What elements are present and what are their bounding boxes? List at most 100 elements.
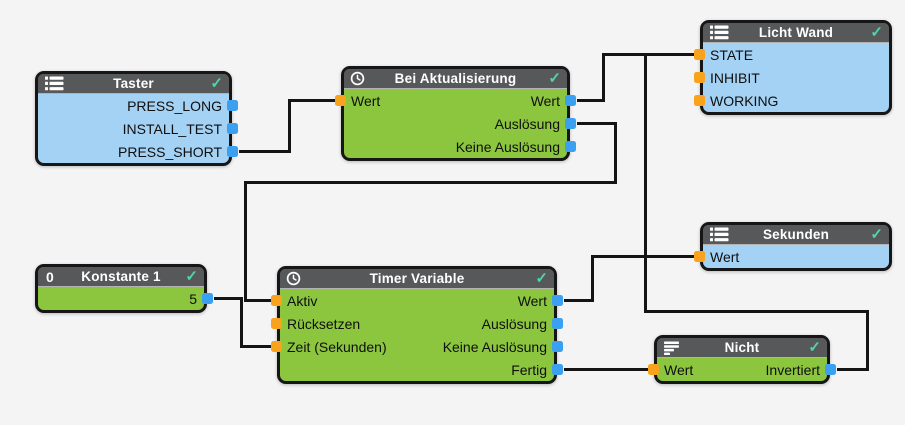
- output-port[interactable]: [552, 364, 563, 375]
- wire-timer-wert-to-sekunden[interactable]: [590, 255, 694, 258]
- wire-ausloesung-to-aktiv[interactable]: [243, 180, 617, 184]
- input-port[interactable]: [694, 49, 705, 60]
- node-title: Nicht: [724, 340, 760, 355]
- input-port[interactable]: [648, 364, 659, 375]
- list-icon: [709, 25, 730, 40]
- node-title: Sekunden: [762, 227, 830, 242]
- output-port[interactable]: [202, 293, 213, 304]
- output-port[interactable]: [227, 123, 238, 134]
- clock-icon: [350, 71, 365, 86]
- input-port[interactable]: [335, 95, 346, 106]
- output-port[interactable]: [552, 341, 563, 352]
- node-row: Keine Auslösung: [344, 135, 567, 158]
- input-label: Rücksetzen: [287, 315, 361, 332]
- wire-invertiert-to-state[interactable]: [865, 309, 869, 371]
- wire-konstante-to-zeit[interactable]: [239, 345, 271, 348]
- wire-ausloesung-to-aktiv[interactable]: [243, 180, 247, 302]
- list-icon: [709, 227, 730, 242]
- output-label: 5: [189, 290, 197, 307]
- input-port[interactable]: [271, 318, 282, 329]
- node-row: Wert Wert: [344, 89, 567, 112]
- wire-wert-to-state[interactable]: [576, 99, 605, 102]
- wire-fertig-to-nicht-wert[interactable]: [563, 368, 648, 371]
- input-port[interactable]: [694, 251, 705, 262]
- input-port[interactable]: [694, 95, 705, 106]
- wire-konstante-to-zeit[interactable]: [213, 297, 243, 300]
- output-label: INSTALL_TEST: [122, 120, 222, 137]
- output-label: PRESS_SHORT: [118, 143, 222, 160]
- node-header: Bei Aktualisierung✓: [344, 69, 567, 89]
- output-label: Keine Auslösung: [455, 138, 560, 155]
- output-port[interactable]: [227, 146, 238, 157]
- wire-ausloesung-to-aktiv[interactable]: [613, 122, 617, 184]
- output-port[interactable]: [552, 295, 563, 306]
- wire-wert-to-state[interactable]: [601, 53, 605, 102]
- node-header: Taster ✓: [38, 74, 229, 94]
- input-label: Zeit (Sekunden): [287, 338, 387, 355]
- output-label: Keine Auslösung: [442, 338, 547, 355]
- input-port[interactable]: [271, 341, 282, 352]
- check-icon: ✓: [870, 24, 883, 41]
- check-icon: ✓: [210, 75, 223, 92]
- wire-press-short-to-wert[interactable]: [287, 99, 291, 153]
- output-port[interactable]: [565, 141, 576, 152]
- input-label: WORKING: [710, 92, 779, 109]
- node-row: INSTALL_TEST: [38, 117, 229, 140]
- input-port[interactable]: [271, 295, 282, 306]
- node-row: 5: [38, 287, 204, 310]
- input-label: Wert: [351, 92, 381, 109]
- wire-timer-wert-to-sekunden[interactable]: [590, 255, 594, 302]
- wire-invertiert-to-state[interactable]: [643, 309, 869, 313]
- node-row: Rücksetzen Auslösung: [280, 312, 554, 335]
- wire-konstante-to-zeit[interactable]: [239, 297, 243, 348]
- input-port[interactable]: [694, 72, 705, 83]
- wire-press-short-to-wert[interactable]: [238, 150, 291, 153]
- list-icon: [44, 76, 65, 91]
- output-port[interactable]: [825, 364, 836, 375]
- check-icon: ✓: [870, 226, 883, 243]
- wire-press-short-to-wert[interactable]: [287, 99, 335, 102]
- wire-timer-wert-to-sekunden[interactable]: [563, 299, 594, 302]
- input-label: Wert: [710, 248, 740, 265]
- node-row: Auslösung: [344, 112, 567, 135]
- output-port[interactable]: [552, 318, 563, 329]
- check-icon: ✓: [808, 339, 821, 356]
- node-row: WORKING: [703, 89, 889, 112]
- output-port[interactable]: [565, 95, 576, 106]
- output-label: Wert: [517, 292, 547, 309]
- wire-ausloesung-to-aktiv[interactable]: [576, 122, 617, 125]
- node-row: INHIBIT: [703, 66, 889, 89]
- node-body: Wert: [703, 245, 889, 268]
- wire-ausloesung-to-aktiv[interactable]: [243, 299, 271, 302]
- node-title: Taster: [113, 76, 154, 91]
- wire-wert-to-state[interactable]: [601, 53, 694, 56]
- wire-invertiert-to-state[interactable]: [836, 368, 869, 371]
- node-header: Sekunden ✓: [703, 225, 889, 245]
- output-label: Auslösung: [481, 315, 547, 332]
- wire-invertiert-to-state[interactable]: [643, 53, 647, 313]
- output-port[interactable]: [227, 100, 238, 111]
- input-label: Aktiv: [287, 292, 318, 309]
- node-header: Nicht ✓: [657, 338, 827, 358]
- output-label: Wert: [530, 92, 560, 109]
- output-port[interactable]: [565, 118, 576, 129]
- bars-icon: [663, 341, 680, 355]
- node-sekunden[interactable]: Sekunden ✓ Wert: [694, 222, 892, 271]
- node-title: Bei Aktualisierung: [394, 71, 517, 86]
- check-icon: ✓: [185, 268, 198, 285]
- node-title: Licht Wand: [758, 25, 834, 40]
- node-row: PRESS_SHORT: [38, 140, 229, 163]
- node-title: Konstante 1: [81, 269, 161, 284]
